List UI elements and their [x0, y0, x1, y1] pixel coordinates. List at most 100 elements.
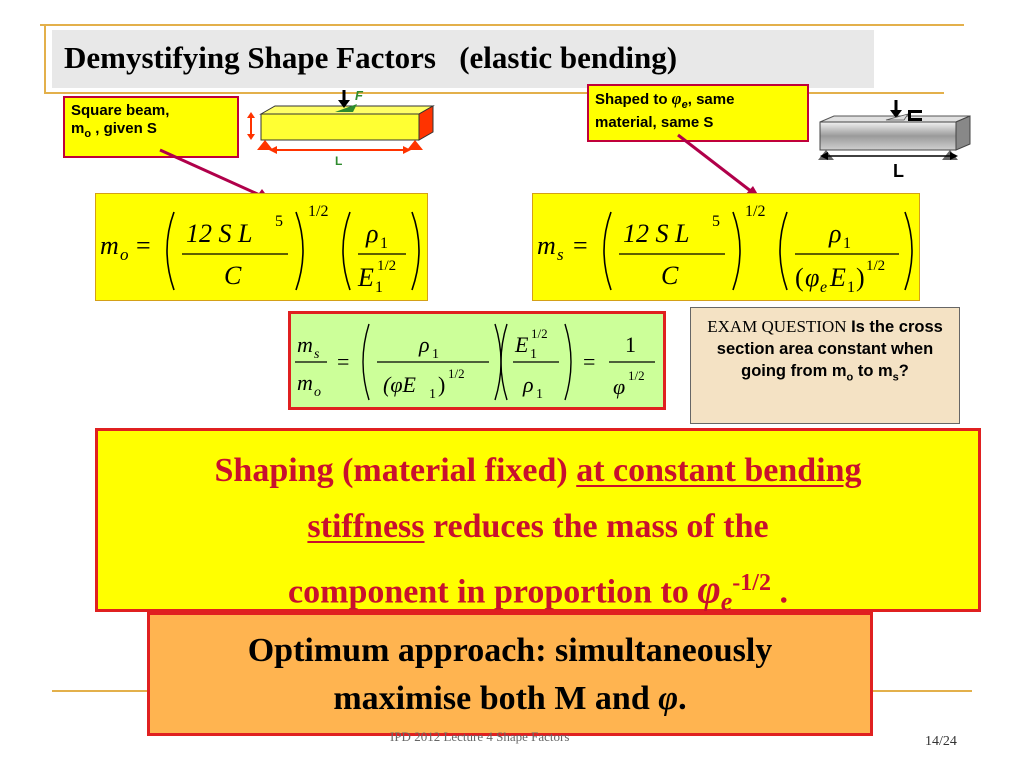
shaped-line2: material, same S: [595, 114, 714, 131]
ratio-phiE-close: ): [438, 372, 445, 397]
shaping-part3: component in proportion to: [288, 573, 698, 611]
shaped-text-b: , same: [687, 91, 735, 108]
ratio-ms-sub: s: [314, 347, 320, 362]
right-length-label: L: [893, 161, 904, 181]
square-beam-label: Square beam, mo , given S: [63, 96, 239, 158]
footer-text: IPD 2012 Lecture 4 Shape Factors: [390, 729, 570, 744]
ratio-phiE: (φE: [383, 372, 416, 397]
svg-text:=: =: [136, 231, 151, 260]
mo-denominator: C: [224, 261, 242, 290]
ratio-phiE-sub: 1: [429, 387, 436, 402]
exam-question-text1: Is the cross section area constant when …: [716, 318, 943, 380]
optimum-line2: maximise both M and φ.: [150, 675, 870, 723]
exam-question-text: EXAM QUESTION Is the cross section area …: [691, 308, 959, 388]
mo-E-exp: 1/2: [377, 258, 396, 274]
square-beam-line2: mo , given S: [71, 120, 231, 143]
ms-rho: ρ: [828, 219, 841, 248]
left-frame-line: [44, 24, 46, 94]
shaping-phi-sup: -1/2: [732, 570, 771, 596]
ms-outer-exp: 1/2: [745, 203, 765, 220]
ratio-E-exp: 1/2: [531, 326, 548, 341]
ms-E-exp: 1/2: [866, 258, 885, 274]
shaping-conclusion-box: Shaping (material fixed) at constant ben…: [95, 428, 981, 616]
exam-question-text3: ?: [898, 362, 909, 380]
ratio-rho-den-sub: 1: [536, 387, 543, 402]
svg-text:=: =: [337, 349, 349, 374]
shaping-line1: Shaping (material fixed) at constant ben…: [98, 443, 978, 499]
optimum-approach-text: Optimum approach: simultaneously maximis…: [150, 627, 870, 723]
shaping-line3: component in proportion to φe-1/2 .: [98, 555, 978, 630]
ratio-formula-box: m s m o = ρ 1 (φE 1 ) 1/2 E 1 1/2 ρ 1 = …: [288, 311, 666, 410]
optimum-line2a: maximise both M and: [333, 680, 659, 717]
svg-text:=: =: [573, 231, 588, 260]
shaping-part1: Shaping (material fixed): [214, 452, 577, 489]
shaping-phi-sub: e: [720, 587, 733, 617]
shaping-underline1: at constant bending: [576, 452, 862, 489]
svg-text:(: (: [795, 263, 804, 292]
square-beam-line1: Square beam,: [71, 102, 170, 119]
mo-formula: m o = 12 S L 5 C 1/2 ρ 1 E 1 1/2: [100, 203, 420, 296]
ratio-phi: φ: [613, 374, 625, 399]
mass-subscript: o: [84, 128, 92, 140]
ratio-E-sub: 1: [530, 347, 537, 362]
shaping-phi: φ: [697, 566, 721, 612]
square-beam-rest: , given S: [91, 120, 157, 137]
shaped-line1: Shaped to φe, same: [595, 90, 801, 114]
ms-rho-sub: 1: [843, 235, 851, 252]
ratio-rho: ρ: [418, 332, 430, 357]
ms-phi-sub: e: [820, 279, 827, 296]
i-beam-diagram: [818, 100, 971, 160]
svg-text:): ): [856, 263, 865, 292]
optimum-end: .: [678, 680, 687, 717]
ms-lhs-sub: s: [557, 245, 564, 264]
ratio-ms: m: [297, 332, 313, 357]
ms-denominator: C: [661, 261, 679, 290]
shaped-text-a: Shaped to: [595, 91, 672, 108]
ms-formula: m s = 12 S L 5 C 1/2 ρ 1 ( φ e E 1 ) 1/2: [537, 203, 913, 296]
mo-E: E: [357, 263, 374, 292]
title-underline: [44, 92, 944, 94]
exam-question-box: EXAM QUESTION Is the cross section area …: [690, 307, 960, 424]
ms-numerator-exp: 5: [712, 213, 720, 230]
bottom-frame-line-right: [872, 690, 972, 692]
ms-phi: φ: [805, 263, 819, 292]
ratio-exp: 1/2: [448, 366, 465, 381]
page-number: 14/24: [925, 734, 957, 749]
ratio-one: 1: [625, 332, 636, 357]
square-beam-diagram: [247, 90, 435, 154]
ratio-mo: m: [297, 370, 313, 395]
ms-numerator: 12 S L: [623, 219, 689, 248]
exam-question-text2: to m: [853, 362, 893, 380]
mo-lhs: m: [100, 231, 119, 260]
svg-text:=: =: [583, 349, 595, 374]
mo-formula-box: m o = 12 S L 5 C 1/2 ρ 1 E 1 1/2: [95, 193, 428, 301]
exam-sub-o: o: [846, 371, 854, 384]
mo-numerator: 12 S L: [186, 219, 252, 248]
mo-E-sub: 1: [375, 279, 383, 296]
title-bar: [52, 30, 874, 88]
ms-lhs: m: [537, 231, 556, 260]
ms-E: E: [829, 263, 846, 292]
arrow-to-mo-formula: [159, 148, 263, 198]
ratio-formula: m s m o = ρ 1 (φE 1 ) 1/2 E 1 1/2 ρ 1 = …: [295, 323, 655, 402]
shaping-line2: stiffness reduces the mass of the: [98, 499, 978, 555]
shaping-end: .: [770, 573, 788, 611]
ratio-phi-exp: 1/2: [628, 368, 645, 383]
phi-subscript: e: [681, 99, 688, 111]
slide-title: Demystifying Shape Factors (elastic bend…: [64, 40, 678, 75]
mo-rho: ρ: [365, 219, 378, 248]
bottom-frame-line-left: [52, 690, 148, 692]
ratio-E: E: [514, 332, 529, 357]
optimum-approach-box: Optimum approach: simultaneously maximis…: [147, 612, 873, 736]
left-length-label: L: [335, 154, 343, 168]
phi-symbol: φ: [671, 89, 682, 108]
exam-sub-s: s: [892, 371, 899, 384]
arrow-to-ms-formula: [677, 133, 753, 194]
mo-outer-exp: 1/2: [308, 203, 328, 220]
ms-E-sub: 1: [847, 279, 855, 296]
optimum-line1: Optimum approach: simultaneously: [247, 632, 773, 669]
ratio-mo-sub: o: [314, 385, 321, 400]
mo-rho-sub: 1: [380, 235, 388, 252]
shaped-label: Shaped to φe, same material, same S: [587, 84, 809, 142]
shaping-part2: reduces the mass of the: [424, 508, 769, 545]
